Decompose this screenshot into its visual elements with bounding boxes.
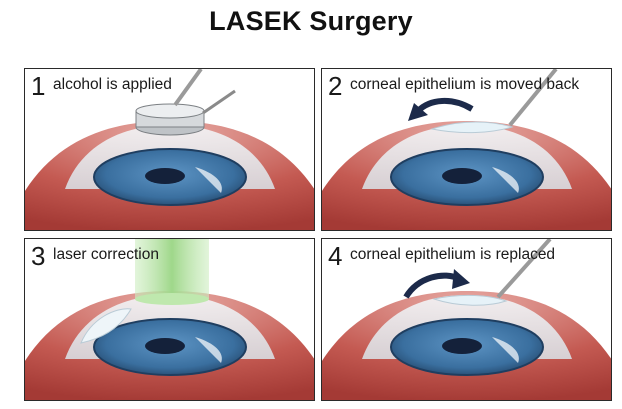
pupil [442,338,482,354]
moving-arrow-head [408,103,428,121]
moving-arrow [415,98,474,114]
spatula-instrument [496,239,552,299]
dropper-instrument [173,69,203,107]
iris-highlight [492,337,519,363]
iris-highlight [492,167,519,193]
step-2-panel: 2 corneal epithelium is moved back [321,68,612,231]
laser-beam [135,239,209,299]
iris-highlight [195,167,222,193]
step-4-illustration [322,239,611,400]
step-2-caption: corneal epithelium is moved back [350,76,580,93]
iris-highlight [195,337,222,363]
epithelium-flap [430,121,514,134]
step-3-caption: laser correction [53,246,159,263]
step-1-illustration [25,69,314,230]
diagram-title: LASEK Surgery [209,6,413,36]
step-3-panel: 3 laser correction [24,238,315,401]
step-4-number: 4 [328,241,343,271]
step-4-caption: corneal epithelium is replaced [350,246,556,263]
pupil [145,338,185,354]
replacing-arrow-head [452,269,470,289]
folded-epithelium [80,308,132,344]
step-1-panel: 1 alcohol is applied [24,68,315,231]
step-2-number: 2 [328,71,343,101]
step-3-number: 3 [31,241,46,271]
pupil [442,168,482,184]
spatula-instrument [508,69,558,127]
step-1-number: 1 [31,71,46,101]
step-4-panel: 4 corneal epithelium is replaced [321,238,612,401]
pupil [145,168,185,184]
epithelium-flap [432,294,508,306]
laser-spot [135,293,209,305]
alcohol-well-top [135,103,205,119]
step-1-caption: alcohol is applied [53,76,172,93]
forceps-instrument [202,89,236,115]
step-3-illustration [25,239,314,400]
step-2-illustration [322,69,611,230]
